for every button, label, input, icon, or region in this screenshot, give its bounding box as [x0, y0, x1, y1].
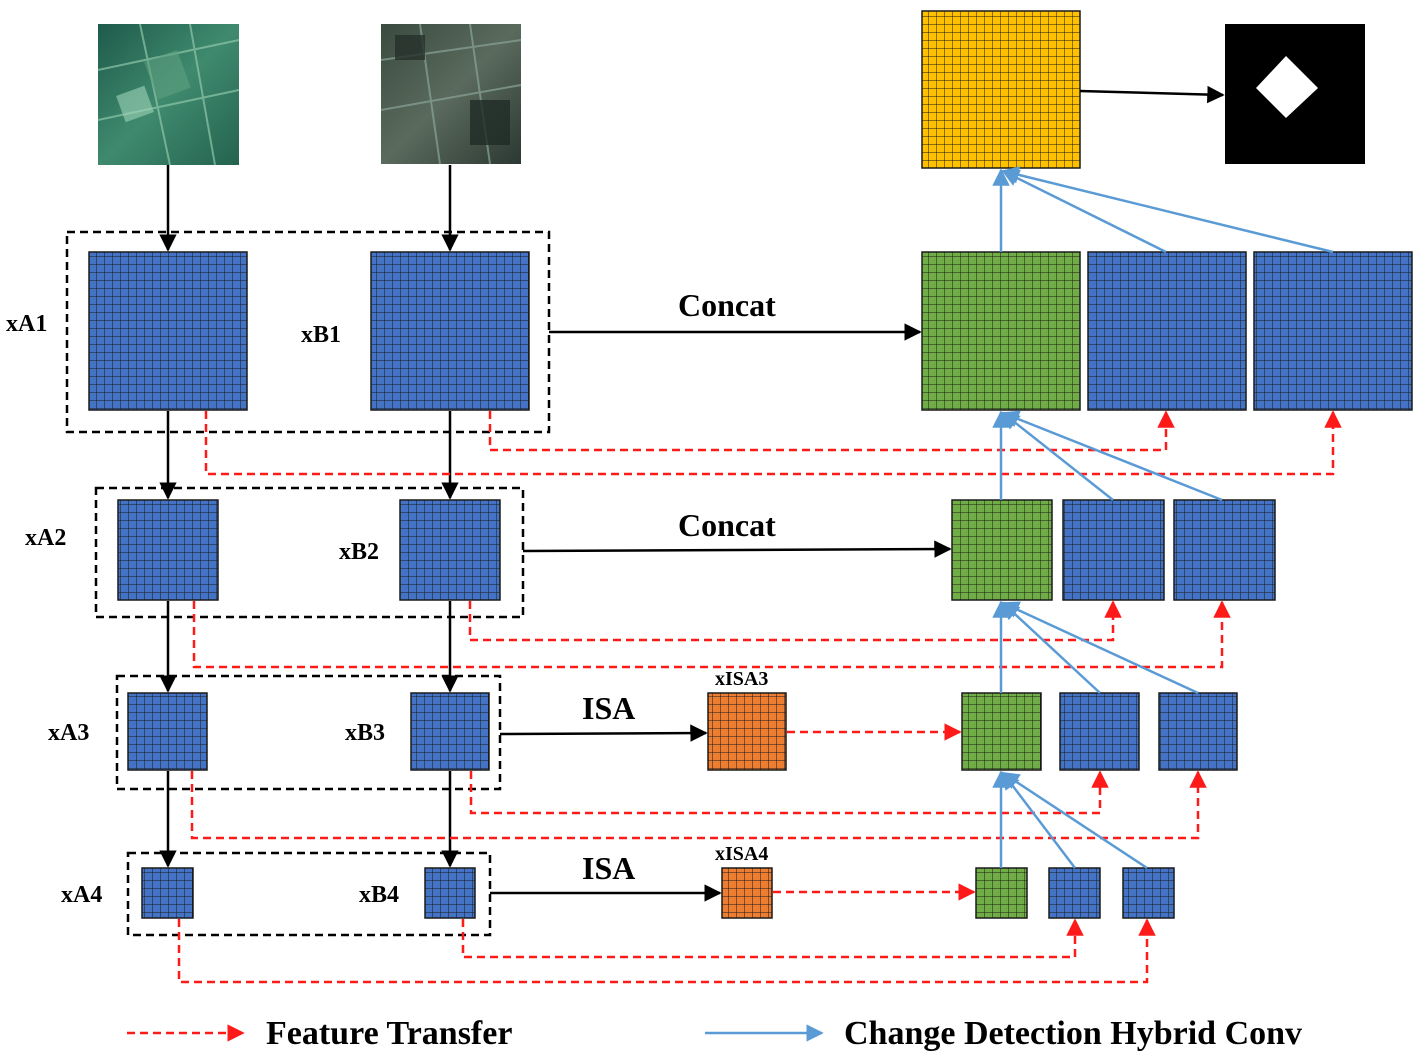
label-concat-1: Concat [678, 287, 776, 323]
hybrid-blue2a-green1 [1001, 411, 1114, 501]
label-xA4: xA4 [61, 882, 102, 908]
hybrid-blue4a-green3 [1001, 771, 1076, 869]
transfer-xA2-blue2b [192, 600, 1231, 669]
label-isa-3: ISA [582, 690, 635, 726]
label-xA1: xA1 [6, 311, 47, 337]
decoder-blue-3b [1158, 692, 1238, 771]
transfer-xA1-blue1b [204, 410, 1342, 476]
feature-map-xB4 [424, 867, 476, 919]
label-xISA4: xISA4 [715, 843, 768, 865]
arrow-isa-3 [499, 724, 708, 742]
feature-map-xA2 [117, 499, 219, 601]
transfer-xB3-blue3a [469, 770, 1109, 815]
transfer-xA4-blue4b [177, 918, 1156, 984]
output-feature-map [921, 10, 1081, 169]
decoder-green-3 [961, 692, 1042, 771]
label-isa-4: ISA [582, 850, 635, 886]
label-xA3: xA3 [48, 720, 89, 746]
transfer-xB4-blue4a [461, 918, 1084, 959]
decoder-blue-2a [1062, 499, 1165, 601]
label-xB1: xB1 [301, 322, 341, 348]
decoder-green-2 [951, 499, 1053, 601]
decoder-blue-1a [1087, 251, 1247, 411]
hybrid-blue1b-output [1001, 166, 1334, 254]
decoder-blue-3a [1059, 692, 1140, 771]
label-xB2: xB2 [339, 539, 379, 565]
feature-map-xISA4 [721, 867, 773, 919]
feature-map-xB1 [370, 251, 530, 411]
transfer-xA3-blue3b [190, 770, 1207, 840]
feature-map-xA3 [127, 692, 208, 771]
decoder-blue-2b [1173, 499, 1276, 601]
label-xISA3: xISA3 [715, 668, 768, 690]
label-xB4: xB4 [359, 882, 399, 908]
arrow-concat-2 [522, 540, 952, 558]
transfer-xB1-blue1a [488, 410, 1175, 452]
arrow-output-changemap [1079, 85, 1225, 104]
hybrid-blue3b-green2 [1001, 601, 1199, 695]
legend-feature-transfer-label: Feature Transfer [266, 1015, 512, 1052]
feature-map-xA1 [88, 251, 248, 411]
hybrid-blue2b-green1 [1001, 410, 1223, 502]
feature-map-xB2 [399, 499, 501, 601]
input-image-a [97, 23, 240, 166]
hybrid-blue1a-output [1001, 169, 1167, 254]
transfer-xB2-blue2a [468, 600, 1122, 642]
hybrid-blue4b-green3 [1001, 771, 1148, 870]
encoder-group-1 [65, 230, 551, 434]
label-xA2: xA2 [25, 525, 66, 551]
label-xB3: xB3 [345, 720, 385, 746]
encoder-group-2 [94, 486, 525, 619]
decoder-blue-4a [1048, 867, 1101, 919]
legend-hybrid-conv-label: Change Detection Hybrid Conv [844, 1015, 1302, 1052]
feature-map-xB3 [410, 692, 490, 771]
hybrid-blue3a-green2 [1001, 601, 1101, 694]
feature-map-xA4 [141, 867, 194, 919]
feature-map-xISA3 [707, 692, 787, 771]
decoder-green-4 [975, 867, 1028, 919]
label-concat-2: Concat [678, 507, 776, 543]
decoder-green-1 [921, 251, 1081, 411]
decoder-blue-4b [1122, 867, 1175, 919]
input-image-b [380, 23, 522, 165]
legend: Feature Transfer Change Detection Hybrid… [127, 1015, 1302, 1052]
change-map-output [1225, 24, 1365, 164]
decoder-blue-1b [1253, 251, 1413, 411]
